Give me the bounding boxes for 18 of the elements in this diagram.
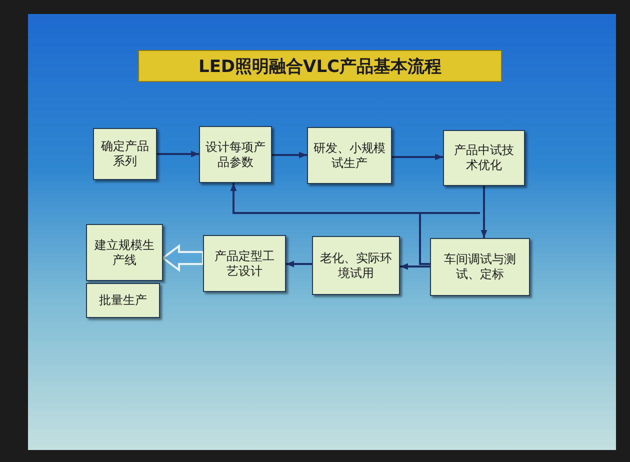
process-box: 批量生产 (86, 283, 160, 318)
process-box: 设计每项产品参数 (199, 126, 272, 183)
title-banner: LED照明融合VLC产品基本流程 (138, 50, 502, 82)
process-box: 产品定型工艺设计 (203, 235, 286, 292)
arrow (272, 152, 307, 158)
arrow (157, 150, 199, 158)
arrow (392, 154, 443, 160)
process-box: 产品中试技术优化 (443, 130, 525, 186)
arrow (230, 182, 481, 265)
process-box: 建立规模生产线 (86, 224, 163, 281)
process-box: 确定产品系列 (93, 128, 157, 180)
process-box: 车间调试与测试、定标 (430, 238, 530, 296)
process-box: 老化、实际环境试用 (312, 236, 400, 295)
process-box: 研发、小规模试生产 (307, 127, 392, 184)
arrow (480, 186, 488, 238)
arrow (286, 260, 312, 268)
arrow (400, 263, 430, 270)
block-arrow (161, 244, 204, 272)
